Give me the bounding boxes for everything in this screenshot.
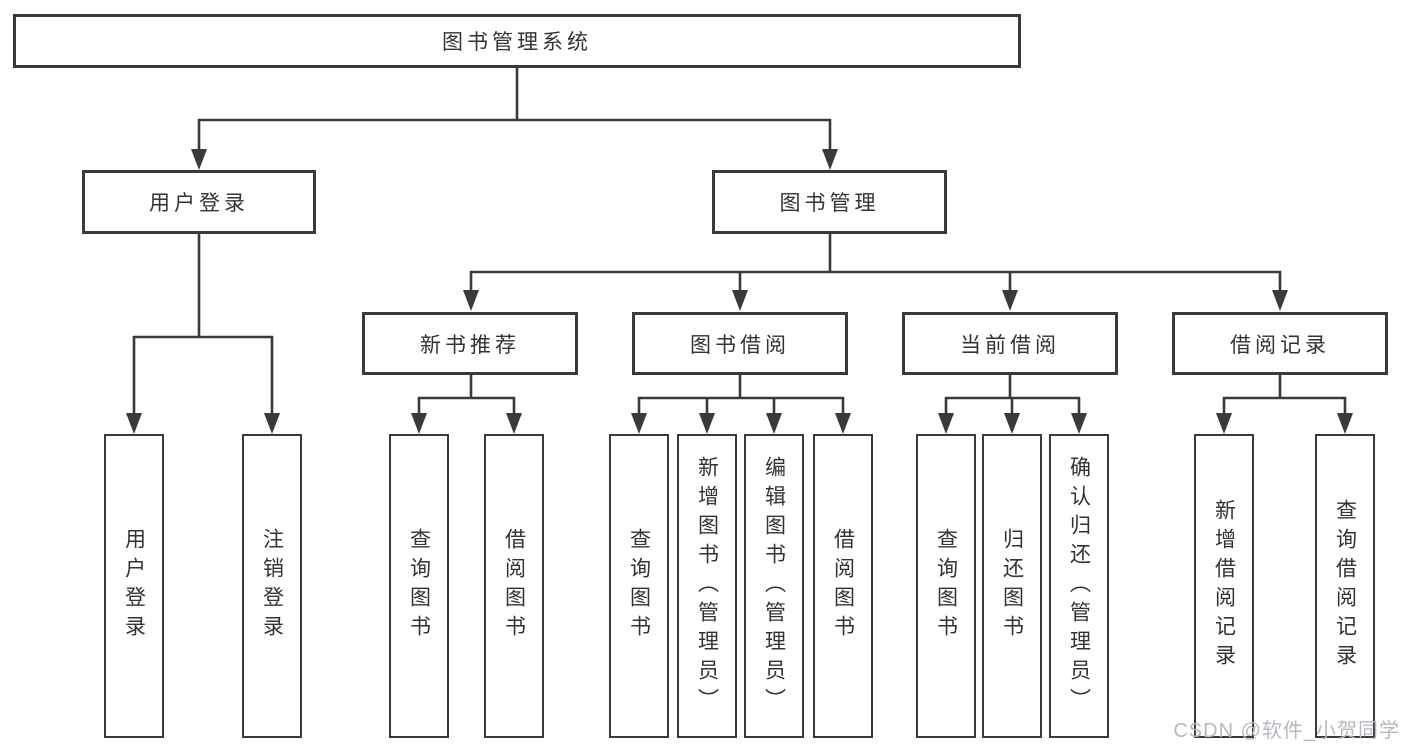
- node-label: 借阅记录: [1230, 333, 1330, 357]
- node-label: 图书管理系统: [442, 31, 592, 54]
- node-label: 用户登录: [122, 528, 146, 644]
- leaf-records-query-record: 查询借阅记录: [1315, 434, 1375, 738]
- leaf-current-query-books: 查询图书: [916, 434, 976, 738]
- connector-book-borrow-branches: [631, 375, 851, 434]
- node-label: 新增借阅记录: [1212, 499, 1236, 673]
- leaf-logout: 注销登录: [242, 434, 302, 738]
- node-label: 注销登录: [260, 528, 284, 644]
- branch-borrow-records: 借阅记录: [1172, 312, 1388, 375]
- node-label: 确认归还（管理员）: [1067, 455, 1091, 717]
- node-label: 查询图书: [627, 528, 651, 644]
- branch-new-book-recommend: 新书推荐: [362, 312, 578, 375]
- node-label: 当前借阅: [960, 333, 1060, 357]
- csdn-watermark: CSDN @软件_小贺同学: [1173, 720, 1400, 742]
- branch-book-management: 图书管理: [712, 170, 947, 234]
- node-label: 编辑图书（管理员）: [762, 455, 786, 717]
- connector-current-borrow-branches: [938, 375, 1087, 434]
- node-label: 查询借阅记录: [1333, 499, 1357, 673]
- node-label: 归还图书: [1000, 528, 1024, 644]
- node-label: 图书借阅: [690, 333, 790, 357]
- leaf-current-confirm-return-admin: 确认归还（管理员）: [1049, 434, 1109, 738]
- branch-book-borrow: 图书借阅: [632, 312, 848, 375]
- leaf-recommend-query-books: 查询图书: [389, 434, 449, 738]
- branch-current-borrow: 当前借阅: [902, 312, 1118, 375]
- connector-book-management-branches: [463, 234, 1288, 311]
- connector-root-branches: [191, 68, 838, 170]
- leaf-borrow-borrow-books: 借阅图书: [813, 434, 873, 738]
- leaf-user-login: 用户登录: [104, 434, 164, 738]
- leaf-records-add-record: 新增借阅记录: [1194, 434, 1254, 738]
- connector-borrow-records-branches: [1216, 375, 1353, 434]
- leaf-recommend-borrow-books: 借阅图书: [484, 434, 544, 738]
- leaf-current-return-books: 归还图书: [982, 434, 1042, 738]
- connector-new-book-recommend-branches: [411, 375, 522, 434]
- branch-user-login: 用户登录: [82, 170, 316, 234]
- node-label: 图书管理: [779, 192, 880, 215]
- node-label: 新书推荐: [420, 333, 520, 357]
- node-label: 用户登录: [149, 192, 249, 215]
- node-label: 查询图书: [934, 528, 958, 644]
- node-root-library-system: 图书管理系统: [13, 14, 1021, 68]
- leaf-borrow-add-books-admin: 新增图书（管理员）: [677, 434, 737, 738]
- node-label: 查询图书: [407, 528, 431, 644]
- leaf-borrow-edit-books-admin: 编辑图书（管理员）: [744, 434, 804, 738]
- node-label: 借阅图书: [502, 528, 526, 644]
- node-label: 借阅图书: [831, 528, 855, 644]
- leaf-borrow-query-books: 查询图书: [609, 434, 669, 738]
- node-label: 新增图书（管理员）: [695, 455, 719, 717]
- connector-user-login-branches: [126, 234, 280, 434]
